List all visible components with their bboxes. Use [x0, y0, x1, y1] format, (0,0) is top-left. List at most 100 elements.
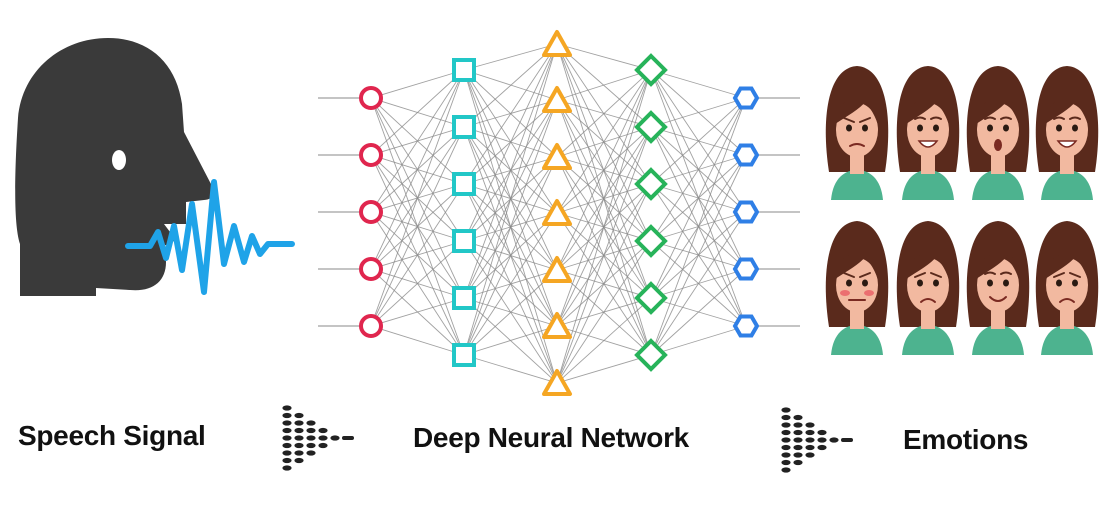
arrow-dot — [282, 412, 292, 419]
arrow-dot — [805, 444, 815, 451]
deep-neural-network-label: Deep Neural Network — [413, 422, 689, 453]
network-edge — [463, 354, 558, 384]
arrow-dot — [817, 429, 827, 436]
arrow-dot — [318, 427, 328, 434]
laughing-face-icon — [1035, 66, 1099, 200]
arrow-dot — [805, 437, 815, 443]
arrow-dot — [294, 412, 304, 419]
network-edge — [370, 69, 465, 270]
hexagon-node — [732, 143, 760, 167]
emotions-label: Emotions — [903, 424, 1029, 455]
circle-node — [359, 257, 383, 281]
network-edge — [463, 99, 558, 356]
arrow-dot — [306, 420, 316, 426]
thoughtful-face-icon — [966, 221, 1030, 355]
network-edge — [650, 268, 747, 356]
network-edge — [370, 69, 465, 99]
arrow-dot — [781, 429, 791, 436]
arrow-dot — [781, 422, 791, 428]
network-edge — [650, 69, 747, 99]
diamond-node — [634, 224, 668, 258]
square-node — [452, 172, 476, 196]
arrow-dot — [306, 435, 316, 441]
network-edge — [463, 43, 558, 242]
arrow-dot — [781, 437, 791, 443]
network-edge — [370, 69, 465, 327]
arrow-dot — [282, 465, 292, 471]
dotted-arrow-icon — [781, 407, 853, 473]
network-edge — [463, 43, 558, 356]
arrow-dot — [805, 452, 815, 458]
diamond-node — [634, 53, 668, 87]
arrow-dot — [318, 435, 328, 441]
network-edge — [370, 69, 465, 213]
arrow-dot — [282, 420, 292, 426]
network-edge — [650, 97, 747, 299]
square-node — [452, 229, 476, 253]
arrow-dot — [306, 450, 316, 456]
network-edge — [370, 69, 465, 156]
network-edge — [556, 69, 652, 214]
arrow-group — [282, 405, 853, 473]
circle-node — [359, 86, 383, 110]
arrow-dot — [282, 450, 292, 456]
network-edge — [556, 354, 652, 384]
surprised-face-icon — [966, 66, 1030, 200]
arrow-dot — [781, 467, 791, 473]
arrow-dot — [282, 405, 292, 411]
arrow-dot — [781, 459, 791, 466]
network-edge — [650, 325, 747, 356]
network-edge — [556, 43, 652, 71]
network-edge — [556, 69, 652, 271]
arrow-dot — [781, 444, 791, 451]
arrow-dot — [781, 452, 791, 458]
sad-face-icon — [896, 221, 960, 355]
network-connections — [318, 43, 800, 384]
network-edge — [556, 297, 652, 384]
network-edge — [370, 240, 465, 327]
arrow-dot — [294, 450, 304, 456]
network-edge — [650, 211, 747, 356]
network-edge — [556, 69, 652, 101]
network-edge — [463, 43, 558, 185]
emotion-faces-grid — [825, 66, 1099, 355]
square-node — [452, 115, 476, 139]
arrow-dot — [793, 414, 803, 421]
arrow-dot — [793, 437, 803, 443]
network-nodes — [359, 30, 760, 396]
arrow-dot — [294, 457, 304, 464]
circle-node — [359, 200, 383, 224]
arrow-dot — [318, 442, 328, 449]
arrow-dot — [282, 442, 292, 449]
network-edge — [370, 126, 465, 327]
arrow-dot — [793, 452, 803, 458]
dotted-arrow-icon — [282, 405, 354, 471]
square-node — [452, 58, 476, 82]
network-edge — [650, 97, 747, 185]
diamond-node — [634, 110, 668, 144]
network-edge — [463, 43, 558, 128]
network-edge — [556, 240, 652, 384]
triangle-node — [542, 256, 572, 283]
speech-signal-label: Speech Signal — [18, 420, 206, 451]
arrow-dot — [306, 427, 316, 434]
happy-face-icon — [896, 66, 960, 200]
network-edge — [463, 325, 558, 356]
arrow-dot — [805, 429, 815, 436]
network-edge — [463, 269, 558, 356]
triangle-node — [542, 30, 572, 57]
worried-face-icon — [1035, 221, 1099, 355]
network-edge — [370, 183, 465, 327]
circle-node — [359, 314, 383, 338]
arrow-dot — [330, 435, 340, 441]
network-edge — [463, 212, 558, 356]
circle-node — [359, 143, 383, 167]
arrow-dot — [805, 422, 815, 428]
arrow-dot — [829, 437, 839, 443]
network-edge — [650, 97, 747, 128]
arrow-dot — [793, 459, 803, 466]
arrow-dot — [817, 437, 827, 443]
network-edge — [556, 126, 652, 384]
network-edge — [463, 43, 558, 299]
